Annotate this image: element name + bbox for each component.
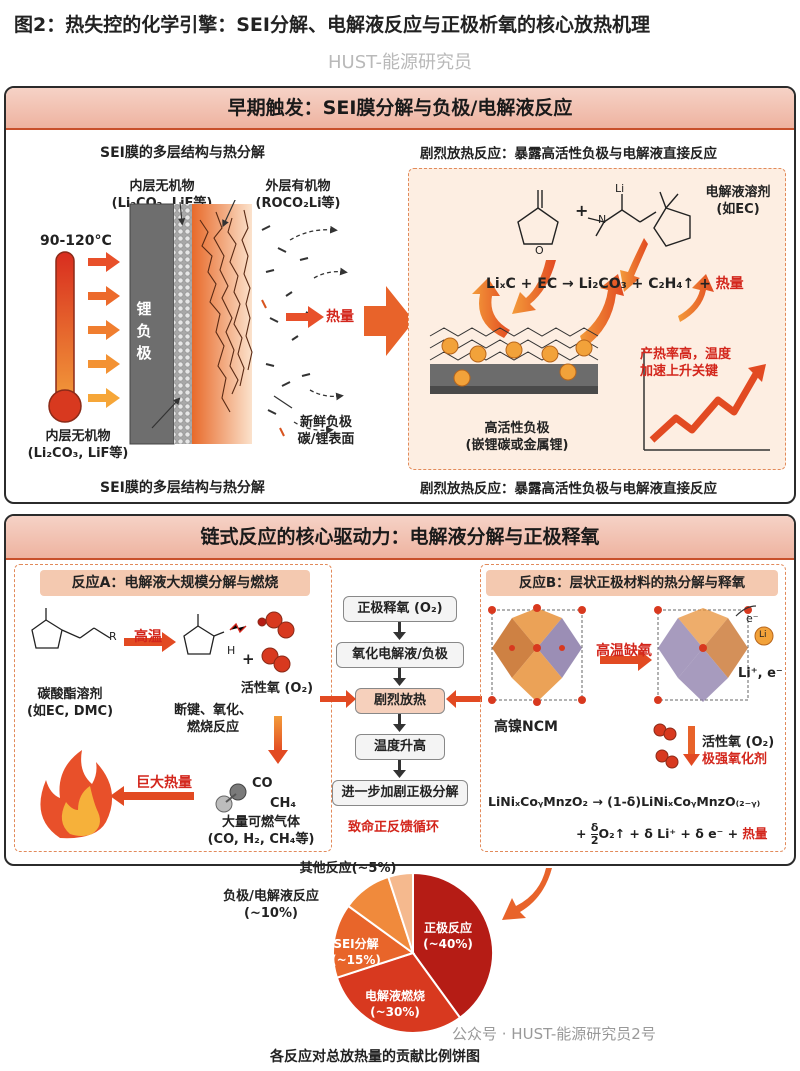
footer-watermark: 公众号 · HUST-能源研究员2号 [452,1025,656,1043]
early-trigger-banner: 早期触发：SEI膜分解与负极/电解液反应 [6,88,794,130]
pie-callout-arrow [502,868,552,920]
sei-layer-diagram [48,200,348,445]
flow-step-3: 剧烈放热 [355,688,445,714]
ec-molecule-icon [517,190,559,245]
active-oxygen-label: 活性氧 (O₂) [240,681,314,696]
ncm-crystal-diagram [488,604,774,769]
carbonate-solvent-label: 碳酸酯溶剂(如EC, DMC) [26,687,114,719]
high-nickel-ncm-label: 高镍NCM [494,719,558,735]
flow-step-1: 正极释氧 (O₂) [343,596,457,622]
heat-to-fire-arrow [110,786,194,806]
sei-structure-caption: SEI膜的多层结构与热分解 [100,480,265,496]
inner-layer-bottom-label: 内层无机物(Li₂CO₃, LiF等) [27,429,129,461]
active-oxygen-icon [653,723,679,769]
r-group-label: R [109,630,117,643]
high-temp-arrow [124,632,176,652]
co-label: CO [252,776,273,791]
amide-molecule-icon [587,194,657,237]
decomposed-lattice-icon [654,605,757,704]
flow-step-5: 进一步加剧正极分解 [332,780,468,806]
chain-reaction-banner: 链式反应的核心驱动力：电解液分解与正极释氧 [6,516,794,560]
h-atom-label: H [227,644,236,657]
li-atom-label: Li [615,182,625,195]
fire-icon [40,750,113,839]
pie-slice-sei [332,904,416,979]
anode-reaction-equation: LiₓC + EC → Li₂CO₃ + C₂H₄↑ + 热量 [486,276,744,292]
li-ion-electron-label: Li⁺, e⁻ [738,666,783,681]
pie-label-sei: SEI分解(~15%) [331,937,381,967]
active-anode-label: 高活性负极(嵌锂碳或金属锂) [465,421,569,453]
oxygen-molecule-icon [257,611,295,673]
page-title: 图2：热失控的化学引擎：SEI分解、电解液反应与正极析氧的核心放热机理 [14,14,650,36]
solvent-ring-icon [653,191,691,247]
cathode-oxygen-label: 活性氧 (O₂)极强氧化剂 [702,735,775,767]
rising-rate-graphic [643,350,770,451]
flow-step-2: 氧化电解液/负极 [336,642,464,668]
pie-slice-other [387,871,414,954]
watermark: HUST-能源研究员 [328,52,472,73]
pie-label-electrolyte: 电解液燃烧(~30%) [364,989,425,1019]
lithium-ion-icon [754,626,774,646]
huge-heat-label: 巨大热量 [136,775,192,791]
transition-arrow [364,286,414,356]
flow-arrows [320,622,482,778]
active-anode-graphic [429,327,599,394]
cathode-reaction-line1: LiNiₓCoᵧMnzO₂ → (1-δ)LiNiₓCoᵧMnzO₍₂₋ᵧ₎ [488,794,761,809]
outer-layer-top-label: 外层有机物(ROCO₂Li等) [255,179,341,211]
reaction-a-box [14,564,332,852]
reaction-a-header: 反应A：电解液大规模分解与燃烧 [40,570,310,596]
pie-slice-cathode [412,871,494,1020]
broken-molecule-icon [183,614,225,655]
heat-input-arrows [88,252,120,408]
heat-contribution-pie-chart [332,871,494,1034]
plus-sign: + [575,201,589,220]
heat-label: 热量 [326,309,354,325]
solvent-label: 电解液溶剂(如EC) [705,185,771,217]
anode-label: 锂负极 [136,300,152,362]
pie-label-anode-electrolyte: 负极/电解液反应(~10%) [223,889,319,921]
o-atom-label: O [535,244,544,257]
high-temp-oxygen-loss-arrow [600,649,652,671]
heat-rate-label: 产热率高，温度加速上升关键 [640,347,732,379]
high-temp-oxygen-loss-label: 高温缺氧 [596,643,652,659]
combustible-gas-label: 大量可燃气体(CO, H₂, CH₄等) [207,815,315,847]
gas-molecules-icon [215,783,247,813]
pie-slice-electrolyte [335,951,462,1034]
reaction-molecules [429,190,770,451]
electron-label: e⁻ [746,612,759,625]
heat-output-arrow [286,306,324,328]
feedback-loop-label: 致命正反馈循环 [348,820,440,835]
ch4-label: CH₄ [270,796,297,811]
bond-breaking-label: 断键、氧化、燃烧反应 [173,703,252,735]
pie-label-cathode: 正极反应(~40%) [423,921,473,951]
pie-chart-title: 各反应对总放热量的贡献比例饼图 [270,1049,480,1065]
pie-label-other: 其他反应(~5%) [299,861,397,876]
violent-reaction-caption: 剧烈放热反应：暴露高活性负极与电解液直接反应 [420,481,717,497]
reaction-b-box [480,564,786,852]
violent-reaction-title: 剧烈放热反应：暴露高活性负极与电解液直接反应 [420,146,717,162]
reaction-a-diagram [31,608,295,839]
sei-structure-title: SEI膜的多层结构与热分解 [100,145,265,161]
reaction-b-header: 反应B：层状正极材料的热分解与释氧 [486,570,778,596]
temperature-label: 90-120°C [40,233,112,249]
li-badge-label: Li [759,630,767,640]
plus-sign-a: + [242,650,255,668]
carbonate-molecule-icon [31,608,111,649]
flow-step-4: 温度升高 [355,734,445,760]
ncm-lattice-icon [488,604,586,706]
high-temp-label: 高温 [134,629,162,645]
fresh-anode-label: 新鲜负极碳/锂表面 [297,415,355,447]
thermometer-icon [48,251,82,423]
n-atom-label: N [598,213,607,226]
